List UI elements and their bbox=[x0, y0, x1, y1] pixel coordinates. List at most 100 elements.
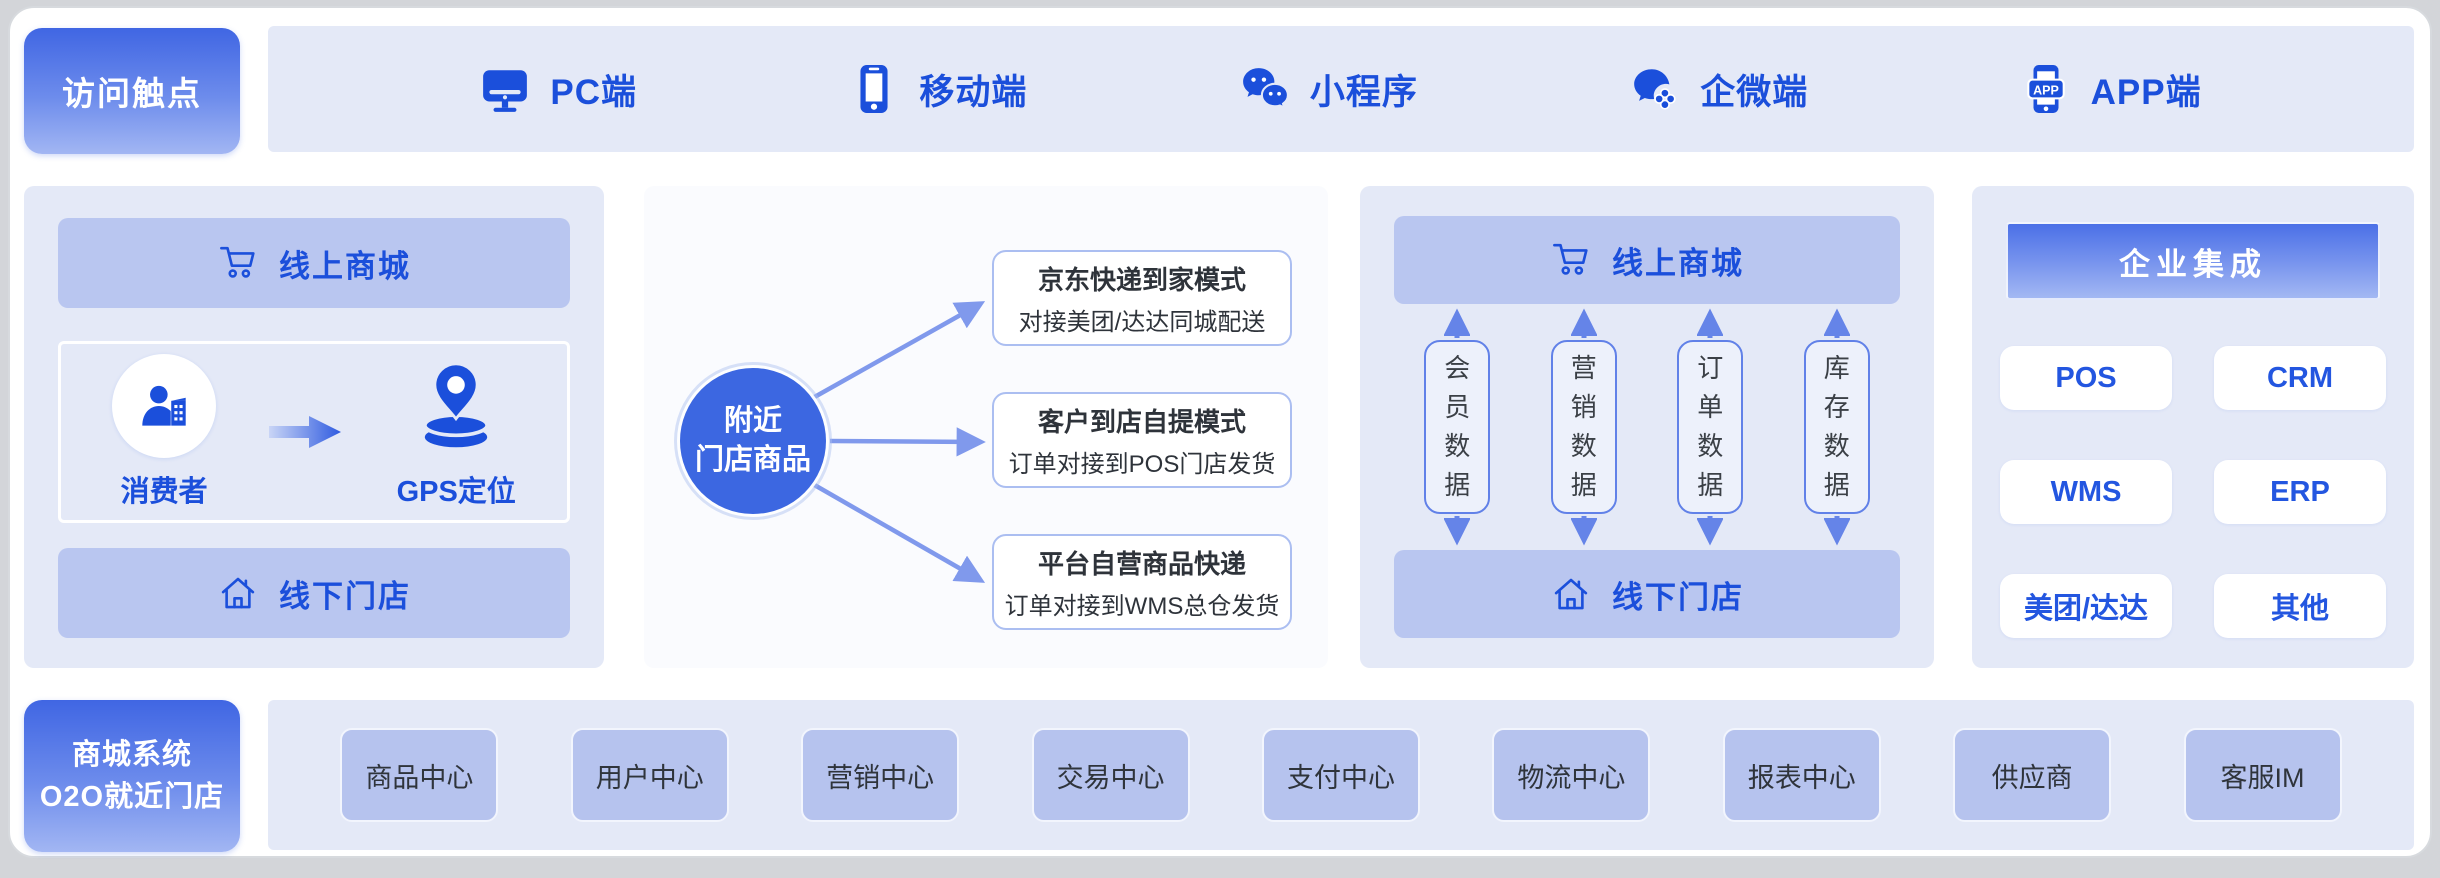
home-icon bbox=[221, 577, 255, 609]
offline-store-node: 线下门店 bbox=[58, 548, 570, 638]
mall-system-line2: O2O就近门店 bbox=[39, 781, 225, 813]
sync-offline-store-node: 线下门店 bbox=[1394, 550, 1900, 638]
fulfillment-arrows bbox=[809, 301, 986, 583]
arrow-down-icon bbox=[1697, 516, 1724, 546]
center-payment: 支付中心 bbox=[1261, 728, 1420, 822]
channel-bar: PC端 移动端 小程序 bbox=[268, 26, 2414, 152]
access-touchpoints-text: 访问触点 bbox=[62, 75, 202, 112]
arrow-up-icon bbox=[1444, 308, 1471, 338]
access-touchpoints-label: 访问触点 bbox=[24, 28, 240, 154]
integration-meituan-dada: 美团/达达 bbox=[2000, 574, 2172, 638]
home-icon bbox=[1554, 578, 1588, 610]
mode-box-pickup: 客户到店自提模式 订单对接到POS门店发货 bbox=[992, 392, 1292, 488]
channel-wecom: 企微端 bbox=[1630, 64, 1808, 115]
consumer-icon bbox=[142, 385, 186, 426]
center-logistics: 物流中心 bbox=[1492, 728, 1651, 822]
sync-offline-store-label: 线下门店 bbox=[1612, 579, 1744, 615]
flow-arrow-icon bbox=[267, 412, 345, 452]
arrow-down-icon bbox=[1570, 516, 1597, 546]
online-mall-node: 线上商城 bbox=[58, 218, 570, 308]
cart-icon bbox=[220, 246, 255, 278]
channel-mobile-label: 移动端 bbox=[919, 72, 1028, 112]
center-supplier: 供应商 bbox=[1953, 728, 2112, 822]
sync-online-mall-label: 线上商城 bbox=[1612, 245, 1744, 281]
consumer-panel: 线上商城 bbox=[24, 186, 604, 668]
mode-subtitle: 订单对接到POS门店发货 bbox=[1008, 450, 1276, 478]
data-flow-order: 订单数据 bbox=[1677, 304, 1744, 550]
data-pill-label: 订单数据 bbox=[1697, 353, 1724, 500]
mall-system-line1: 商城系统 bbox=[71, 738, 192, 771]
diagram-card: 访问触点 PC端 移动端 bbox=[8, 6, 2432, 858]
mode-title: 京东快递到家模式 bbox=[1037, 264, 1246, 295]
channel-pc: PC端 bbox=[480, 64, 637, 115]
mode-box-platform-express: 平台自营商品快递 订单对接到WMS总仓发货 bbox=[992, 534, 1292, 630]
desktop-icon bbox=[483, 70, 528, 112]
data-flow-inventory: 库存数据 bbox=[1803, 304, 1870, 550]
mode-subtitle: 对接美团/达达同城配送 bbox=[1018, 308, 1266, 336]
integration-wms: WMS bbox=[2000, 460, 2172, 524]
wechat-icon bbox=[1242, 68, 1289, 110]
mode-title: 平台自营商品快递 bbox=[1037, 548, 1246, 579]
data-pill: 库存数据 bbox=[1803, 340, 1870, 514]
app-icon-text: APP bbox=[2033, 84, 2059, 98]
center-marketing: 营销中心 bbox=[801, 728, 960, 822]
center-report: 报表中心 bbox=[1722, 728, 1881, 822]
channel-pc-label: PC端 bbox=[550, 72, 638, 112]
integration-panel: 企业集成 POS CRM WMS ERP 美团/达达 其他 bbox=[1972, 186, 2414, 668]
data-pill: 营销数据 bbox=[1550, 340, 1617, 514]
online-mall-label: 线上商城 bbox=[279, 248, 411, 284]
integration-other: 其他 bbox=[2214, 574, 2386, 638]
arrow-down-icon bbox=[1444, 516, 1471, 546]
channel-app: APP APP端 bbox=[2021, 64, 2202, 115]
mode-subtitle: 订单对接到WMS总仓发货 bbox=[1004, 592, 1280, 620]
integration-erp: ERP bbox=[2214, 460, 2386, 524]
mode-box-jd-delivery: 京东快递到家模式 对接美团/达达同城配送 bbox=[992, 250, 1292, 346]
channel-miniprogram: 小程序 bbox=[1240, 64, 1418, 115]
fulfillment-panel: 附近 门店商品 京东快递到家模式 对接美团/达达同城配送 客户到店自提模式 订单… bbox=[644, 186, 1328, 668]
avatar bbox=[112, 354, 217, 458]
channel-app-label: APP端 bbox=[2090, 72, 2202, 112]
integration-title: 企业集成 bbox=[2119, 246, 2267, 282]
consumer-gps-box: 消费者 GPS定位 bbox=[58, 341, 570, 523]
integration-crm: CRM bbox=[2214, 346, 2386, 410]
arrow-down-icon bbox=[1823, 516, 1850, 546]
app-icon: APP bbox=[2026, 65, 2065, 113]
consumer-label: 消费者 bbox=[120, 476, 208, 508]
channel-wecom-label: 企微端 bbox=[1700, 72, 1809, 112]
mall-system-label: 商城系统 O2O就近门店 bbox=[24, 700, 240, 852]
hub-line1: 附近 bbox=[723, 404, 782, 437]
arrow-up-icon bbox=[1823, 308, 1850, 338]
sync-online-mall-node: 线上商城 bbox=[1394, 216, 1900, 304]
data-pill: 订单数据 bbox=[1677, 340, 1744, 514]
integration-pos: POS bbox=[2000, 346, 2172, 410]
data-pill-label: 库存数据 bbox=[1823, 353, 1850, 500]
channel-mobile: 移动端 bbox=[849, 64, 1027, 115]
offline-store-label: 线下门店 bbox=[279, 578, 411, 614]
data-flow-member: 会员数据 bbox=[1424, 304, 1491, 550]
arrow-up-icon bbox=[1697, 308, 1724, 338]
center-product: 商品中心 bbox=[340, 728, 499, 822]
arrow-up-icon bbox=[1570, 308, 1597, 338]
center-service-im: 客服IM bbox=[2183, 728, 2342, 822]
service-centers-bar: 商品中心 用户中心 营销中心 交易中心 支付中心 物流中心 报表中心 供应商 客… bbox=[268, 700, 2414, 850]
cart-icon bbox=[1553, 243, 1588, 275]
channel-miniprogram-label: 小程序 bbox=[1309, 72, 1418, 112]
center-trade: 交易中心 bbox=[1031, 728, 1190, 822]
data-flow-columns: 会员数据 营销数据 订单数据 库存数据 bbox=[1394, 304, 1900, 550]
gps-label: GPS定位 bbox=[396, 476, 516, 508]
hub-line2: 门店商品 bbox=[694, 444, 811, 476]
gps-node: GPS定位 bbox=[397, 354, 516, 510]
wecom-icon bbox=[1634, 69, 1676, 110]
mobile-icon bbox=[860, 65, 888, 113]
center-user: 用户中心 bbox=[570, 728, 729, 822]
data-pill-label: 会员数据 bbox=[1444, 353, 1471, 500]
integration-header: 企业集成 bbox=[2006, 222, 2380, 300]
data-flow-marketing: 营销数据 bbox=[1550, 304, 1617, 550]
data-sync-panel: 线上商城 会员数据 营销数据 订单数据 库存数据 bbox=[1360, 186, 1934, 668]
nearby-store-hub: 附近 门店商品 bbox=[680, 368, 826, 514]
data-pill-label: 营销数据 bbox=[1570, 353, 1597, 500]
consumer-node: 消费者 bbox=[112, 354, 217, 510]
mode-title: 客户到店自提模式 bbox=[1037, 406, 1246, 437]
data-pill: 会员数据 bbox=[1424, 340, 1491, 514]
gps-icon bbox=[404, 354, 508, 458]
